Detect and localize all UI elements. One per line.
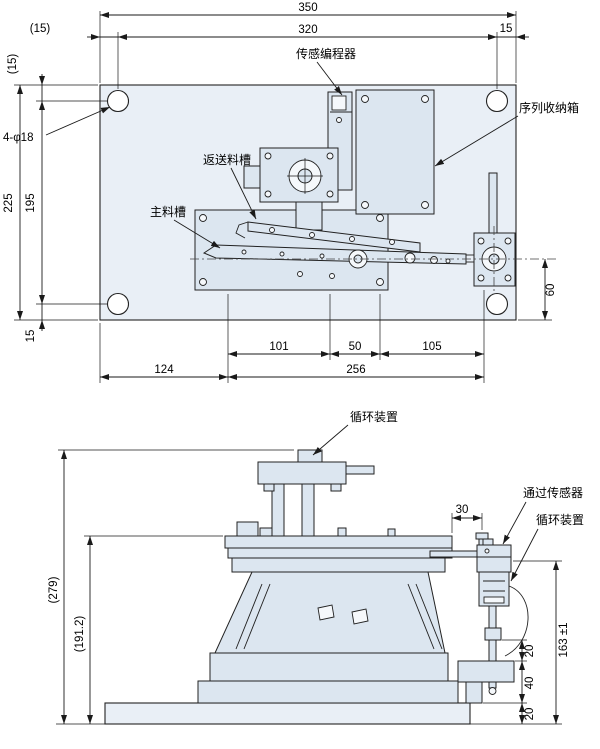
leader-lines-top xyxy=(45,61,519,249)
dim-hole-pitch-d: 195 xyxy=(25,193,37,212)
label-circulator-side: 循环装置 xyxy=(536,513,584,527)
dim-hole-pitch-w: 320 xyxy=(298,24,317,36)
label-holes: 4-φ18 xyxy=(3,132,33,144)
label-main-chute: 主料槽 xyxy=(150,205,186,219)
mounting-holes xyxy=(106,89,509,316)
dim-right-margin: 15 xyxy=(500,23,513,35)
pass-sensor-head xyxy=(476,544,512,573)
feeder-body xyxy=(104,555,471,725)
corner-hole xyxy=(106,89,130,113)
dim-overall-depth: 225 xyxy=(3,193,15,212)
corner-hole xyxy=(485,89,509,113)
floor-base-plate xyxy=(104,702,471,725)
label-return-chute: 返送料槽 xyxy=(203,152,251,167)
leader-circulator-top xyxy=(312,424,349,456)
leader-pass-sensor xyxy=(502,501,527,545)
sequence-storage-box xyxy=(355,89,435,215)
dimension-lines-side xyxy=(61,450,559,724)
dim-left-margin: (15) xyxy=(30,23,51,35)
dim-rail-height: (191.2) xyxy=(74,616,86,653)
drive-unit xyxy=(243,147,339,231)
label-sensor-programmer: 传感编程器 xyxy=(296,46,356,61)
corner-hole xyxy=(106,292,130,316)
leader-main-chute xyxy=(173,219,221,249)
dim-overall-width: 350 xyxy=(298,2,317,14)
dim-top-margin: (15) xyxy=(7,54,19,75)
sensor-cable xyxy=(504,585,529,657)
label-sequence-box: 序列收纳箱 xyxy=(519,100,579,115)
leader-circulator-side xyxy=(510,528,539,582)
leader-sequence-box xyxy=(434,115,519,167)
dim-chute-seg3: 105 xyxy=(422,341,441,353)
dim-chute-seg2: 50 xyxy=(349,341,362,353)
linear-rail xyxy=(224,521,493,559)
leader-holes xyxy=(45,106,111,136)
dim-outlet-offset: 60 xyxy=(545,284,557,297)
circulator-top-unit xyxy=(257,449,375,539)
dim-bottom-margin: 15 xyxy=(25,330,37,343)
extension-lines-top xyxy=(14,11,552,383)
leader-lines-side xyxy=(312,424,539,582)
dim-step-bottom: 20 xyxy=(524,708,536,721)
corner-hole xyxy=(485,292,509,316)
dim-base-left: 124 xyxy=(154,364,174,376)
leader-sensor-programmer xyxy=(316,61,343,96)
dim-total-height: (279) xyxy=(48,576,60,603)
side-view: 循环装置 30 通过传感器 循环装置 (279) (191.2) 163 ±1 … xyxy=(48,410,584,725)
dim-sensor-height: 163 ±1 xyxy=(558,622,570,657)
centerlines xyxy=(190,226,558,294)
outlet-unit xyxy=(473,172,516,287)
dim-chute-seg1: 101 xyxy=(269,341,288,353)
sensor-assembly xyxy=(457,538,529,704)
dim-base-right: 256 xyxy=(346,364,365,376)
dim-step-top: 20 xyxy=(524,645,536,658)
label-pass-sensor: 通过传感器 xyxy=(523,485,583,500)
dim-step-mid: 40 xyxy=(524,677,536,690)
dimension-lines-top xyxy=(17,12,548,380)
leader-return-chute xyxy=(230,167,257,220)
dim-sensor-offset: 30 xyxy=(456,504,469,516)
label-circulator-top: 循环装置 xyxy=(350,410,398,424)
top-view: 350 (15) 320 15 225 195 (15) 15 4-φ18 传感… xyxy=(3,2,579,383)
